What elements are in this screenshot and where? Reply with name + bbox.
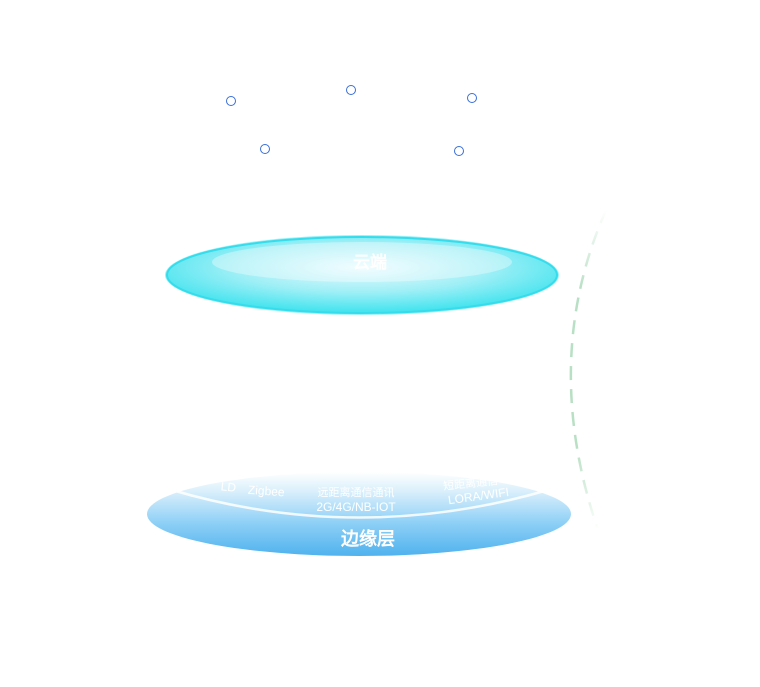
node-circle — [226, 96, 236, 106]
protocol-longrange-values: 2G/4G/NB-IOT — [316, 500, 396, 514]
edge-disc-ring — [171, 488, 549, 519]
node-circle — [454, 146, 464, 156]
cloud-disc: 云端 — [165, 235, 559, 315]
node-circle — [346, 85, 356, 95]
edge-disc: LD Zigbee 远距离通信通讯 2G/4G/NB-IOT 短距离通信 LOR… — [147, 472, 571, 556]
node-circle — [467, 93, 477, 103]
protocol-zigbee: Zigbee — [247, 483, 285, 500]
protocol-left-fragment: LD — [220, 479, 237, 495]
dashed-arc — [569, 209, 608, 531]
protocol-labels: LD Zigbee 远距离通信通讯 2G/4G/NB-IOT 短距离通信 LOR… — [220, 473, 510, 514]
protocol-longrange-title: 远距离通信通讯 — [318, 485, 395, 499]
node-markers — [226, 85, 477, 156]
edge-disc-label: 边缘层 — [340, 529, 395, 550]
cloud-disc-label: 云端 — [353, 252, 387, 273]
node-circle — [260, 144, 270, 154]
